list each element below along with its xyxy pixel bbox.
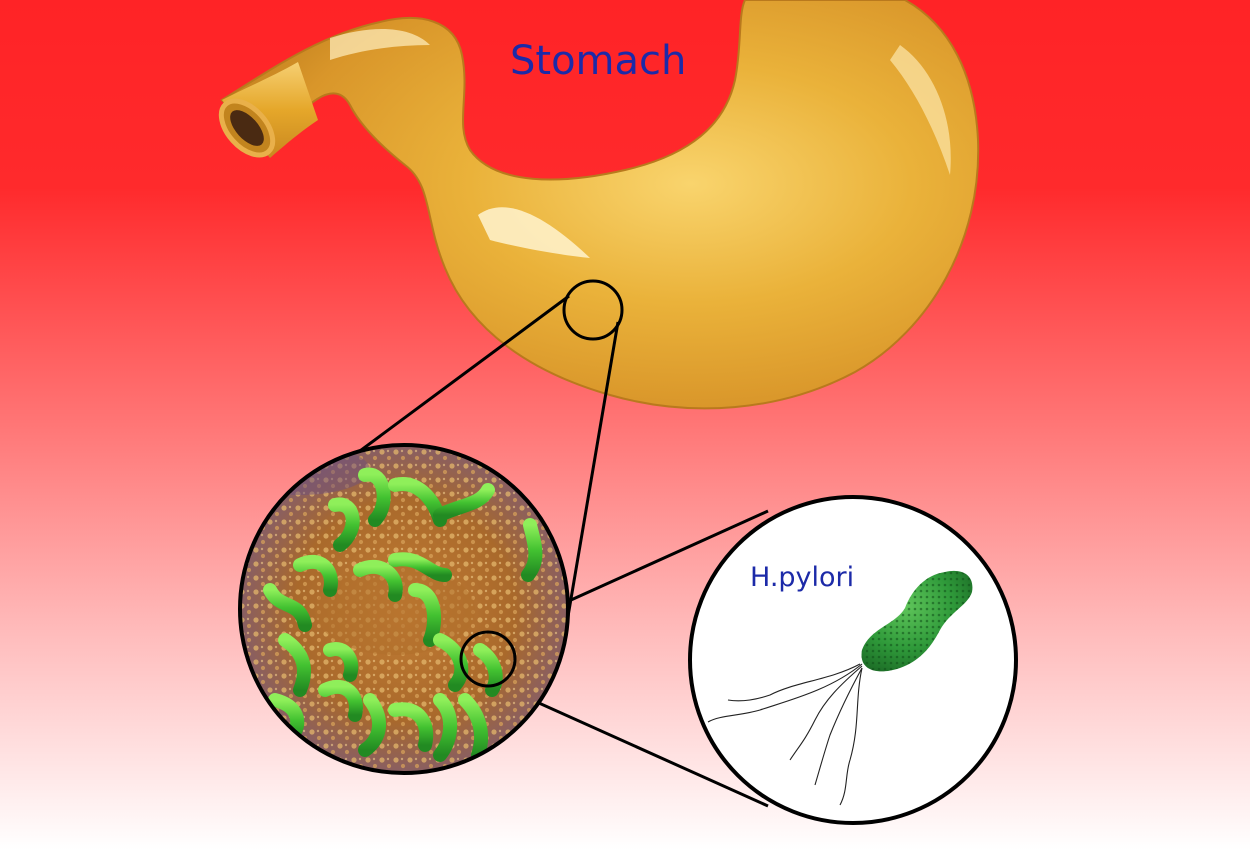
bacterium-magnifier-circle — [688, 495, 1018, 825]
stomach-highlight — [478, 207, 590, 258]
helicobacter-bacterium-icon — [688, 495, 1018, 825]
stomach-illustration — [218, 0, 980, 410]
stomach-highlight-3 — [330, 28, 430, 60]
esophagus-tube — [222, 62, 318, 158]
flagella — [707, 663, 863, 806]
stomach-highlight-2 — [890, 45, 951, 175]
bacteria-colony-icon — [238, 443, 570, 775]
stomach-body — [220, 0, 980, 410]
stomach-zoom-circle — [562, 279, 624, 341]
esophagus-lumen — [230, 110, 264, 146]
hpylori-label: H.pylori — [750, 562, 855, 593]
colony-magnifier-circle — [238, 443, 570, 775]
colony-zoom-circle — [459, 630, 517, 688]
stomach-label: Stomach — [510, 38, 687, 84]
